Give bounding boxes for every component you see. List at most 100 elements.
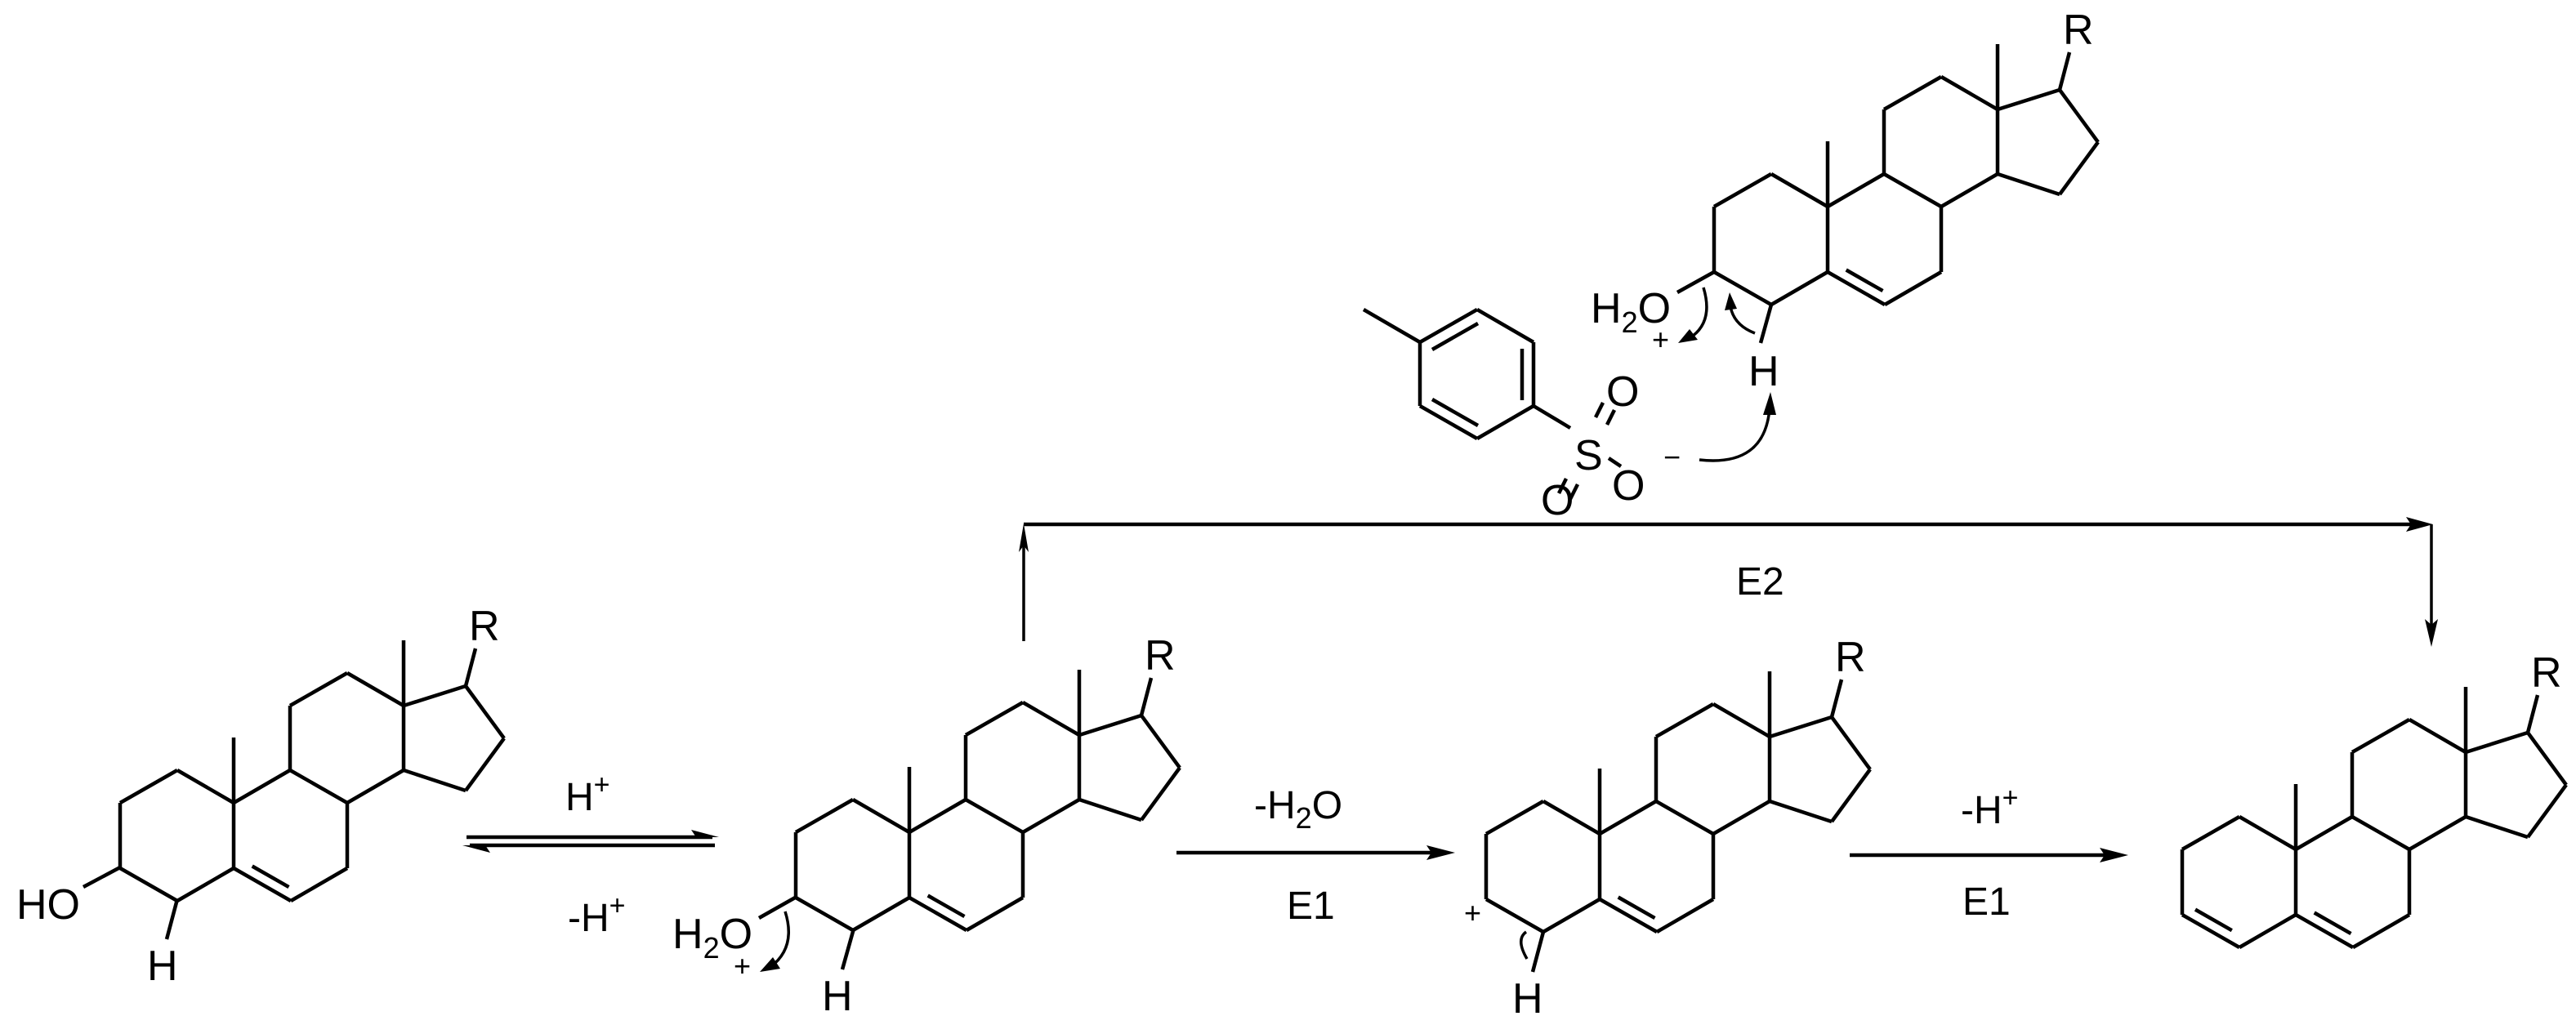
bond [1654, 702, 1715, 738]
equilibrium-forward-label: H+ [565, 769, 610, 819]
bond [2526, 783, 2568, 839]
e2-oxonium-substrate: R [1712, 7, 2100, 306]
anionic-oxygen-label: O [1612, 462, 1645, 510]
bond [1021, 798, 1081, 834]
bond [1598, 898, 1659, 934]
bond [2294, 913, 2355, 949]
bond [1826, 270, 1886, 306]
carbocation-substituents: + H [1464, 896, 1546, 1023]
bond [1830, 715, 1872, 771]
bond [2408, 815, 2467, 851]
bond [1078, 713, 1142, 738]
steroid-alcohol-reactant: R [118, 603, 506, 902]
dehydration-label: -H2O [1254, 784, 1342, 835]
protonated-alcohol-intermediate: R [793, 632, 1181, 932]
bond [1940, 75, 1999, 111]
mechanism-e2-label: E2 [1736, 560, 1784, 604]
carbocation-intermediate: R [1484, 634, 1872, 934]
r-group-label: R [1835, 634, 1866, 681]
double-bond-inner-line [2194, 907, 2233, 933]
c3-oxygen-bond [82, 866, 122, 889]
double-bond-inner-line [1845, 268, 1884, 293]
bond [346, 769, 405, 804]
bond [1542, 898, 1601, 934]
bond [403, 684, 467, 708]
bond [176, 769, 235, 804]
bond [1882, 172, 1943, 208]
bond [794, 896, 855, 932]
bond [1829, 679, 1844, 718]
bond [346, 671, 405, 707]
bond [288, 769, 349, 804]
bond [2351, 913, 2411, 949]
bond [176, 867, 235, 902]
bond [403, 768, 467, 793]
double-bond-inner-line [926, 894, 966, 919]
double-bond-inner-line [2313, 911, 2352, 936]
mechanism-e1-label: E1 [1962, 880, 2011, 924]
bond [1769, 799, 1833, 824]
e2-substrate-substituents: H2O + H [1591, 270, 1779, 462]
anion-charge-minus: − [1663, 440, 1681, 474]
bond [1654, 800, 1715, 836]
bond [2408, 718, 2467, 754]
water-leaving-group-label: H2O [672, 911, 752, 965]
sulfonyl-oxygen-top-label: O [1606, 368, 1639, 416]
bond [118, 769, 179, 804]
bond [289, 867, 349, 902]
curly-arrow-leaving-group-icon [1689, 287, 1708, 340]
dehydration-arrow: -H2O E1 [1176, 784, 1455, 928]
bond [1770, 270, 1829, 306]
bond [1830, 768, 1872, 823]
bond [1712, 702, 1771, 738]
bond [2351, 815, 2411, 851]
bond [2181, 815, 2241, 851]
bond [463, 648, 478, 687]
curly-arrow-bond-formation-icon [1729, 305, 1756, 335]
bond [2058, 140, 2100, 196]
bond [1139, 677, 1154, 716]
hydrogen-label: H [1512, 975, 1543, 1023]
bond [1140, 714, 1181, 769]
bond [1598, 800, 1658, 836]
carbocation-charge-plus: + [1464, 896, 1481, 929]
r-group-label: R [1145, 632, 1176, 680]
double-bond-inner-line [1617, 895, 1656, 920]
bond [1882, 75, 1943, 111]
oxonium-charge-plus: + [1652, 323, 1669, 356]
c4-hydrogen-bond [1758, 304, 1774, 344]
bond [118, 867, 179, 902]
bond [1542, 800, 1601, 836]
bond [1826, 172, 1886, 208]
c4-hydrogen-bond [164, 898, 180, 940]
bond [2465, 730, 2529, 755]
bond [464, 737, 506, 792]
bond [965, 896, 1025, 932]
bond [1655, 898, 1715, 934]
r-group-label: R [2063, 7, 2094, 54]
r-group-label: R [469, 603, 500, 650]
bond [2525, 694, 2540, 733]
bond [1484, 800, 1545, 836]
curly-arrow-proton-abstraction-icon [1699, 408, 1771, 462]
hydrogen-label: H [1748, 348, 1779, 395]
bond [1940, 172, 1999, 208]
equilibrium-arrow: H+ -H+ [462, 769, 719, 940]
curly-arrow-proton-loss-icon [1520, 930, 1529, 960]
bond [908, 798, 967, 834]
bond [1484, 898, 1545, 934]
bond [2057, 51, 2072, 91]
equilibrium-reverse-label: -H+ [568, 890, 626, 940]
bond [1021, 701, 1081, 737]
bond [1997, 87, 2060, 112]
bond [2058, 88, 2100, 144]
bond [1712, 270, 1773, 306]
sulfur-label: S [1574, 432, 1603, 479]
bond [2181, 913, 2241, 949]
bond [1769, 715, 1833, 739]
bond [2238, 913, 2297, 949]
tosylate-anion: S O O O − [1362, 308, 1681, 524]
r-group-label: R [2531, 649, 2562, 697]
bond [464, 684, 506, 740]
